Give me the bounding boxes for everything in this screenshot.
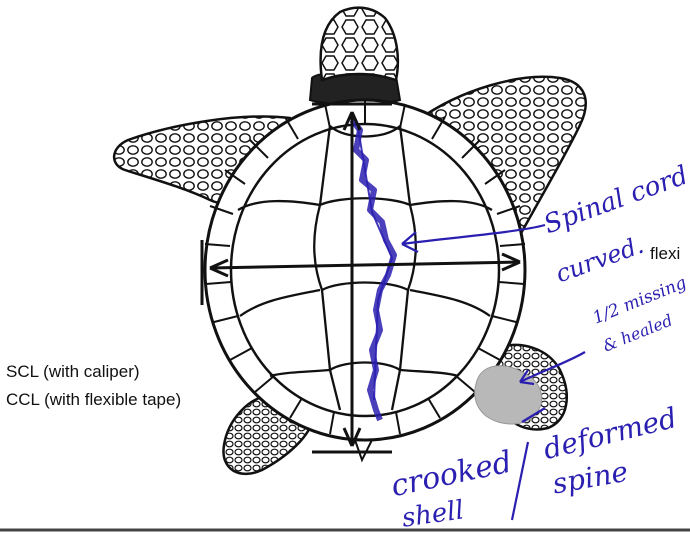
ccl-label: CCL (with flexible tape) (6, 390, 181, 410)
scl-label: SCL (with caliper) (6, 362, 140, 382)
head (321, 8, 398, 80)
flexi-label: flexi (650, 244, 680, 264)
tail (355, 440, 372, 460)
